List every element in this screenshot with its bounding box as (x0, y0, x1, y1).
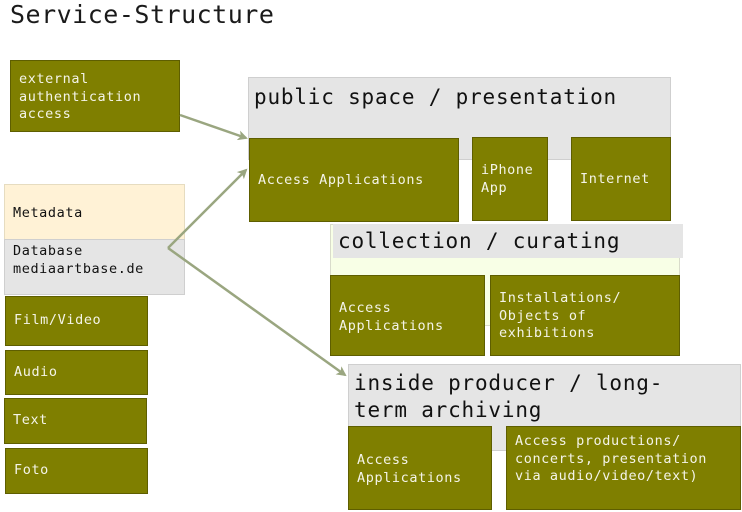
access-productions-box: Access productions/ concerts, presentati… (506, 426, 741, 510)
collection-heading: collection / curating (338, 229, 621, 253)
arrow-auth-to-public (179, 113, 248, 141)
producer-access-applications-box: Access Applications (348, 426, 492, 510)
external-authentication-box: external authentication access (10, 60, 180, 132)
collection-access-applications-box: Access Applications (330, 275, 485, 356)
installations-box: Installations/ Objects of exhibitions (490, 275, 680, 356)
arrow-db-to-producer (167, 246, 347, 377)
database-box: Database mediaartbase.de (4, 239, 185, 295)
diagram-title: Service-Structure (10, 0, 275, 29)
public-access-applications-box: Access Applications (249, 138, 459, 222)
database-label: Database mediaartbase.de (13, 243, 144, 277)
media-type-box-text: Text (4, 398, 147, 444)
media-type-box-foto: Foto (5, 448, 148, 494)
collection-heading-bar: collection / curating (333, 224, 683, 258)
media-type-box-audio: Audio (5, 350, 148, 395)
iphone-app-box: iPhone App (472, 137, 548, 221)
media-type-box-film-video: Film/Video (5, 296, 148, 346)
producer-heading: inside producer / long- term archiving (354, 371, 664, 422)
metadata-label: Metadata (13, 205, 83, 221)
internet-box: Internet (571, 137, 671, 221)
public-space-heading: public space / presentation (254, 85, 617, 109)
metadata-box: Metadata (4, 184, 185, 241)
